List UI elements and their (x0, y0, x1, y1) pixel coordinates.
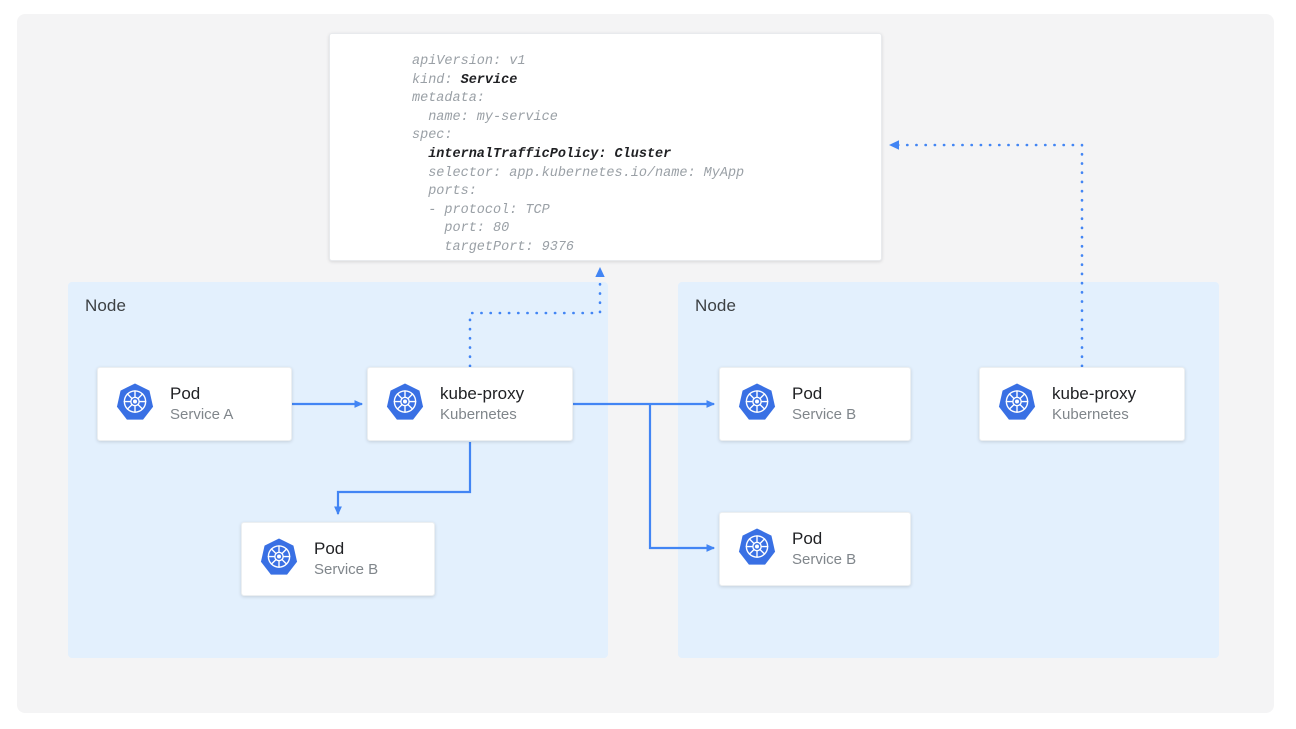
box-title: Pod (792, 384, 823, 403)
box-pod-service-b-right-top[interactable]: Pod Service B (719, 367, 911, 441)
kubernetes-icon (260, 537, 298, 582)
kubernetes-icon (386, 382, 424, 427)
node-label-left: Node (85, 296, 127, 315)
box-title: Pod (170, 384, 201, 403)
box-text: Pod Service B (314, 538, 378, 580)
box-subtitle: Service B (792, 406, 857, 423)
node-panel-right (678, 282, 1219, 658)
box-title: Pod (314, 539, 345, 558)
service-manifest-card: apiVersion: v1 kind: Service metadata: n… (329, 33, 882, 261)
box-subtitle: Kubernetes (1052, 406, 1129, 423)
box-pod-service-a[interactable]: Pod Service A (97, 367, 292, 441)
box-text: Pod Service B (792, 528, 856, 570)
kubernetes-icon (738, 527, 776, 572)
kubernetes-icon (116, 382, 154, 427)
box-text: Pod Service B (792, 383, 856, 425)
box-title: kube-proxy (1052, 384, 1137, 403)
node-panel-left (68, 282, 608, 658)
box-title: Pod (792, 529, 823, 548)
box-pod-service-b-right-bottom[interactable]: Pod Service B (719, 512, 911, 586)
box-subtitle: Service B (792, 551, 857, 568)
box-subtitle: Service A (170, 406, 234, 423)
box-subtitle: Kubernetes (440, 406, 517, 423)
box-kube-proxy-right[interactable]: kube-proxy Kubernetes (979, 367, 1185, 441)
box-subtitle: Service B (314, 561, 379, 578)
box-text: Pod Service A (170, 383, 233, 425)
box-pod-service-b-left[interactable]: Pod Service B (241, 522, 435, 596)
node-label-right: Node (695, 296, 737, 315)
box-text: kube-proxy Kubernetes (440, 383, 524, 425)
box-title: kube-proxy (440, 384, 525, 403)
box-text: kube-proxy Kubernetes (1052, 383, 1136, 425)
service-manifest-text: apiVersion: v1 kind: Service metadata: n… (412, 54, 745, 255)
kubernetes-icon (998, 382, 1036, 427)
kubernetes-icon (738, 382, 776, 427)
box-kube-proxy-left[interactable]: kube-proxy Kubernetes (367, 367, 573, 441)
